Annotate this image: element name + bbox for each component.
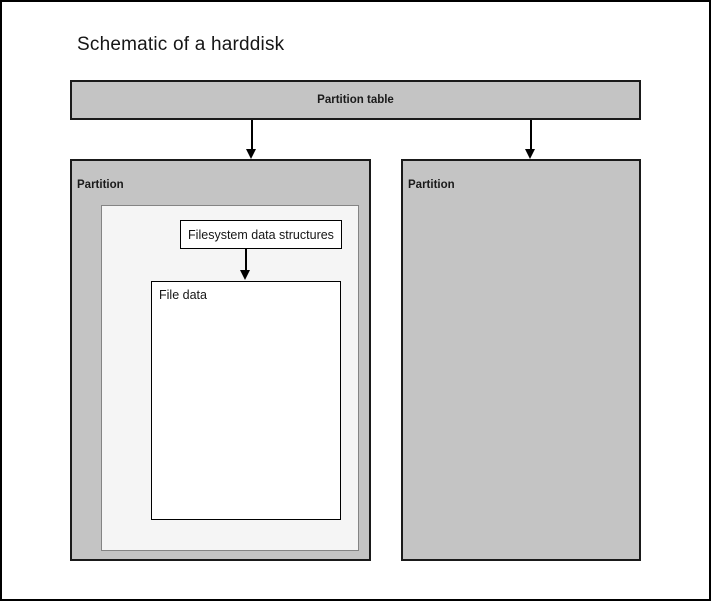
arrow-shaft — [244, 249, 247, 272]
arrow-table-to-left-partition-icon — [246, 120, 257, 159]
partition-left-label: Partition — [77, 179, 124, 191]
partition-table-label: Partition table — [317, 94, 394, 106]
arrow-head — [240, 270, 250, 280]
arrow-shaft — [250, 120, 253, 151]
arrow-table-to-right-partition-icon — [525, 120, 536, 159]
diagram-title: Schematic of a harddisk — [77, 34, 285, 55]
filesystem-data-structures-label: Filesystem data structures — [188, 227, 334, 242]
partition-box-right: Partition — [401, 159, 641, 561]
partition-table-box: Partition table — [70, 80, 641, 120]
file-data-box: File data — [151, 281, 341, 520]
arrow-head — [525, 149, 535, 159]
filesystem-data-structures-box: Filesystem data structures — [180, 220, 342, 249]
file-data-label: File data — [159, 288, 207, 302]
partition-right-label: Partition — [408, 179, 455, 191]
arrow-head — [246, 149, 256, 159]
arrow-shaft — [529, 120, 532, 151]
arrow-filesystem-to-file-data-icon — [240, 249, 251, 280]
